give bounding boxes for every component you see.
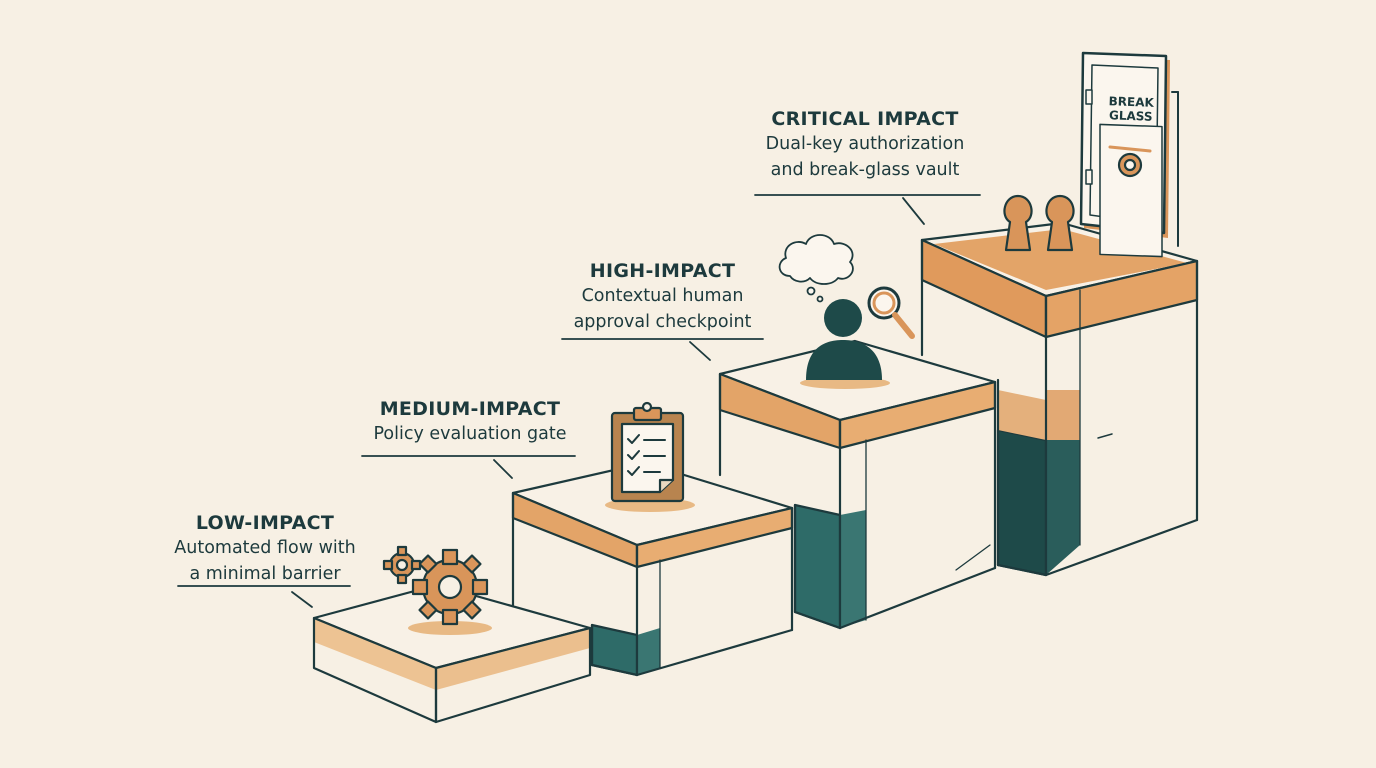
gear-icon — [382, 545, 492, 635]
vault-icon — [1079, 51, 1179, 258]
tier-label-high: HIGH-IMPACT Contextual human approval ch… — [550, 260, 775, 334]
tier-label-low: LOW-IMPACT Automated flow with a minimal… — [155, 512, 375, 586]
tier-description-line: Automated flow with — [174, 538, 356, 558]
step-critical-block — [920, 221, 1199, 577]
tier-description-line: a minimal barrier — [189, 564, 341, 584]
tier-label-critical: CRITICAL IMPACT Dual-key authorization a… — [745, 108, 985, 182]
tier-description-line: Dual-key authorization — [765, 134, 965, 154]
magnifier-icon — [867, 286, 915, 339]
tier-description-line: and break-glass vault — [770, 160, 960, 180]
clipboard-checklist-icon — [605, 401, 695, 512]
tier-label-medium: MEDIUM-IMPACT Policy evaluation gate — [345, 398, 595, 446]
tier-title: HIGH-IMPACT — [589, 260, 736, 282]
thought-cloud-icon — [778, 234, 854, 303]
tier-description-line: approval checkpoint — [573, 312, 752, 332]
tier-title: LOW-IMPACT — [195, 512, 335, 534]
tier-description-line: Policy evaluation gate — [373, 424, 567, 444]
vault-sign: BREAK GLASS — [1100, 94, 1163, 124]
vault-sign-line: GLASS — [1108, 108, 1153, 124]
label-leader-lines — [177, 194, 981, 608]
step-high-block — [718, 339, 997, 630]
tier-title: MEDIUM-IMPACT — [379, 398, 561, 420]
tier-title: CRITICAL IMPACT — [771, 108, 959, 130]
tier-description-line: Contextual human — [581, 286, 744, 306]
person-icon — [800, 299, 890, 389]
keyhole-icon — [1003, 194, 1075, 252]
